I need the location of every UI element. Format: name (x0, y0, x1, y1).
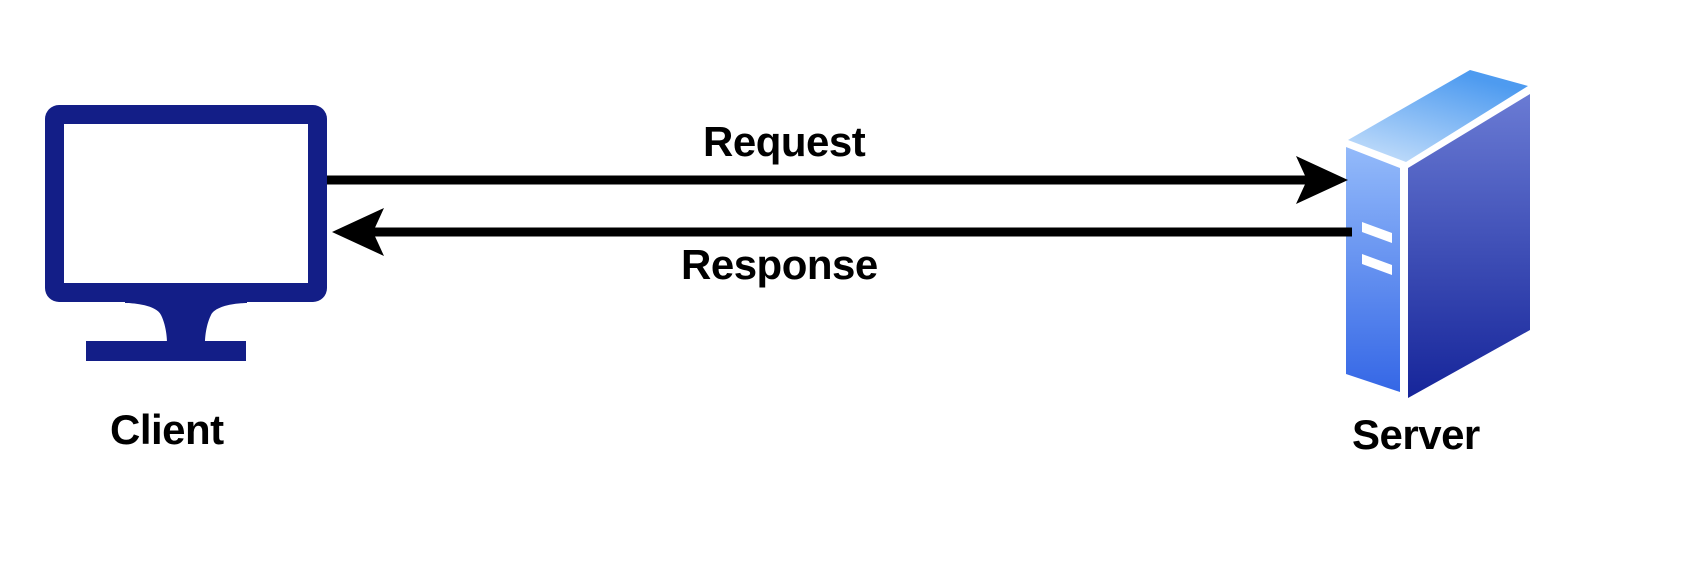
server-label: Server (1352, 411, 1480, 458)
monitor-base-icon (86, 341, 246, 361)
monitor-stand-icon (125, 297, 247, 342)
monitor-bezel-icon (45, 105, 327, 302)
request-label: Request (703, 118, 866, 165)
server-node (1340, 62, 1536, 402)
request-arrow (327, 156, 1348, 204)
client-node (45, 105, 327, 363)
response-arrow (332, 208, 1352, 256)
response-label: Response (681, 241, 878, 288)
client-label: Client (110, 406, 224, 453)
monitor-screen (64, 124, 308, 283)
server-tower-icon (1346, 70, 1530, 398)
